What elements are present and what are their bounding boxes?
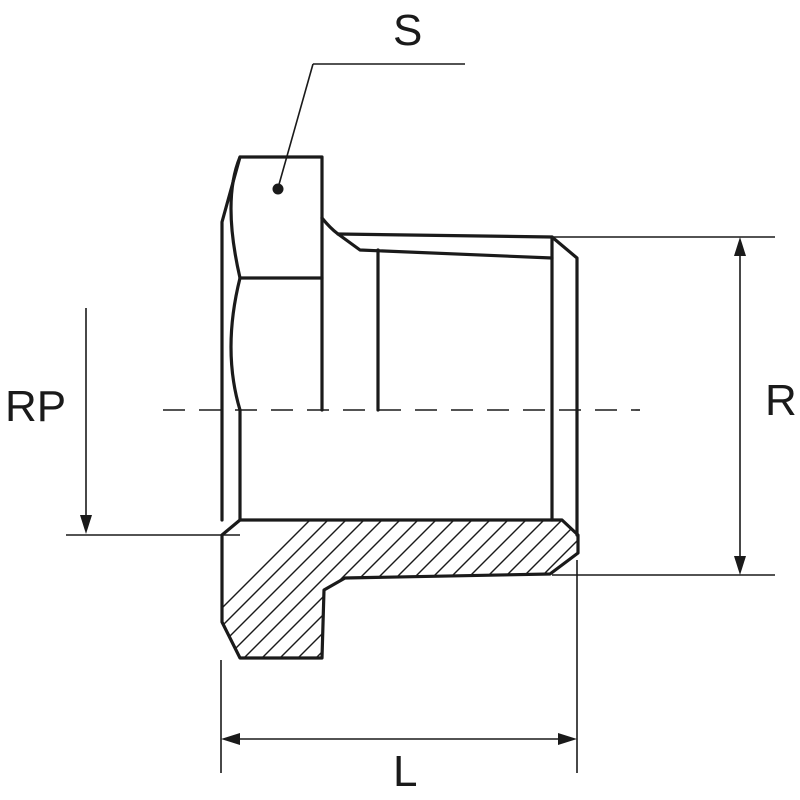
hatch-line [257,520,439,658]
hatch-line [708,500,800,680]
thread-body-upper [336,232,579,537]
section-hatch [222,500,800,680]
section-outline [220,518,580,660]
hatch-line [726,500,800,680]
hatch-line [545,520,578,658]
thread-root-line [336,232,554,260]
hatch-line [636,500,800,680]
label-l: L [393,747,417,796]
label-rp: RP [5,382,66,431]
l-arrowhead-left [221,733,240,745]
hatch-line [222,520,331,658]
hatch-line [654,500,800,680]
hatch-line [239,520,421,658]
hatch-line [582,500,762,680]
hex-face-top-arc [229,155,242,280]
hatch-line [600,500,780,680]
s-leader-dot [272,183,284,195]
hatch-line [690,500,800,680]
hex-face-bottom-arc [229,276,242,522]
label-r: R [765,376,797,425]
hatch-line [672,500,800,680]
rp-arrowhead [80,515,92,534]
hatch-line [222,520,349,658]
hatch-line [744,500,800,680]
label-s: S [393,6,422,55]
hatch-line [618,500,798,680]
hatch-line [222,520,367,658]
hatch-line [563,520,578,658]
hatch-line [222,520,403,658]
s-leader-diagonal [277,63,314,189]
hex-head-outline [220,155,324,522]
r-arrowhead-bottom [734,556,746,575]
r-arrowhead-top [734,237,746,256]
hex-neck [320,216,340,236]
l-arrowhead-right [558,733,577,745]
